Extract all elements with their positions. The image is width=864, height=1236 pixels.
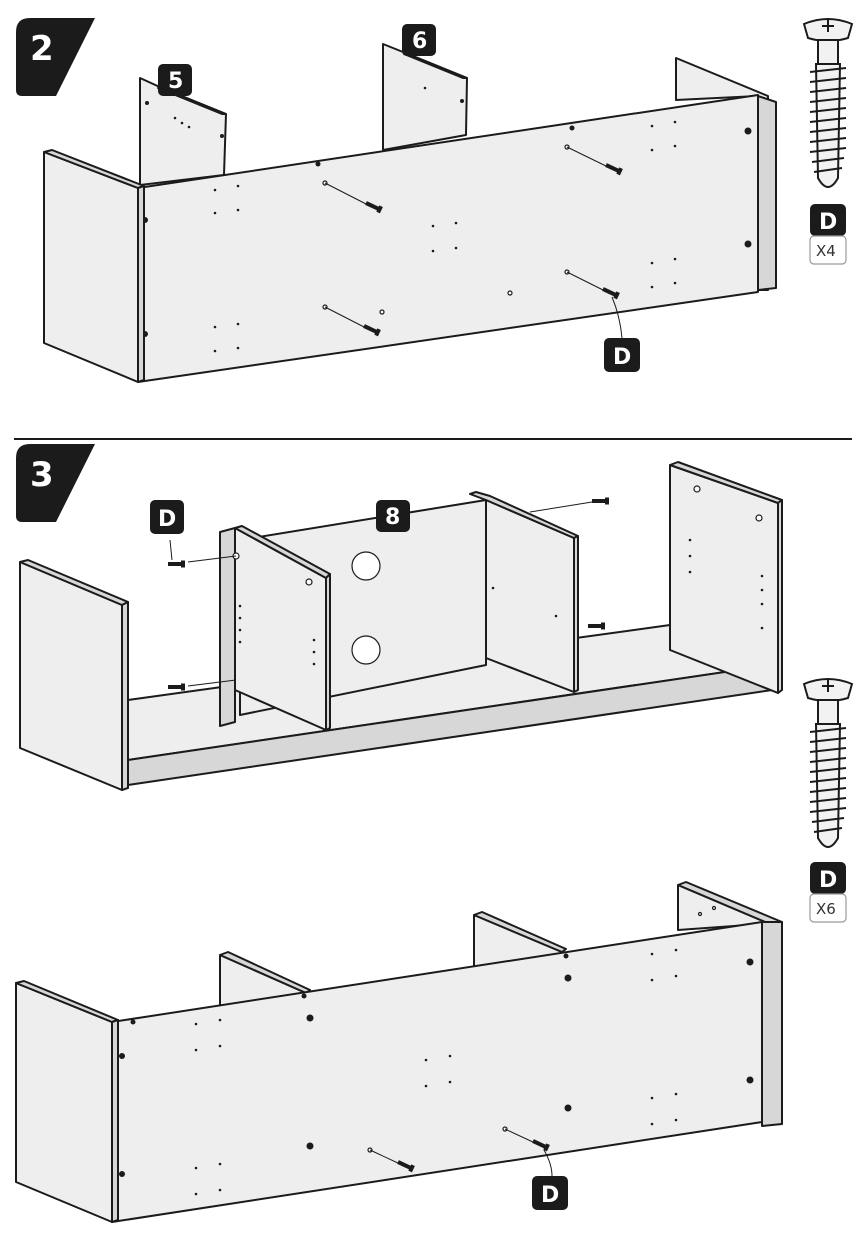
- part-label-6: [402, 24, 436, 56]
- left-divider-panel: [219, 525, 331, 731]
- part-label-5: [158, 64, 192, 96]
- part-label-8: [376, 500, 410, 532]
- hardware-d-badge: [810, 204, 846, 236]
- left-side-panel: [19, 559, 129, 791]
- right-divider-panel: [469, 491, 579, 693]
- rear-view-assembly: [15, 881, 783, 1223]
- part-number-8: 8: [385, 505, 400, 530]
- hardware-qty-box: [809, 893, 847, 923]
- cam-screw-icon: [802, 678, 854, 848]
- hardware-code: D: [819, 868, 837, 893]
- step-3: 3 8: [15, 444, 854, 1223]
- hardware-code: D: [819, 210, 837, 235]
- callout-d-label: D: [541, 1183, 559, 1208]
- cable-hole-icon: [351, 551, 381, 581]
- callout-d-label: D: [613, 345, 631, 370]
- part-6-panel: [382, 43, 468, 151]
- step-number: 3: [30, 455, 54, 495]
- hardware-qty: X4: [816, 242, 836, 260]
- callout-d-label: D: [158, 507, 176, 532]
- hardware-d-badge: [810, 862, 846, 894]
- step3-screws-top: [168, 497, 609, 691]
- callout-d-step3-top: [150, 500, 184, 534]
- hardware-qty: X6: [816, 900, 836, 918]
- part-number-6: 6: [412, 29, 427, 54]
- step-2: 2 5 6: [16, 18, 854, 383]
- cam-screw-icon: [802, 18, 854, 188]
- part-5-panel: [139, 77, 227, 186]
- callout-d-step2: [604, 338, 640, 372]
- hardware-qty-box: [809, 235, 847, 265]
- step-badge-icon: [16, 444, 95, 522]
- dot-grid: [194, 948, 678, 1196]
- part-number-5: 5: [168, 69, 183, 94]
- right-side-panel: [669, 461, 783, 694]
- step-number: 2: [30, 29, 54, 69]
- callout-d-step3-bottom: [532, 1176, 568, 1210]
- step-badge-icon: [16, 18, 95, 96]
- left-side-panel: [43, 149, 145, 383]
- cable-hole-icon: [351, 635, 381, 665]
- dot-grid: [213, 120, 677, 353]
- step2-screws: [322, 144, 623, 339]
